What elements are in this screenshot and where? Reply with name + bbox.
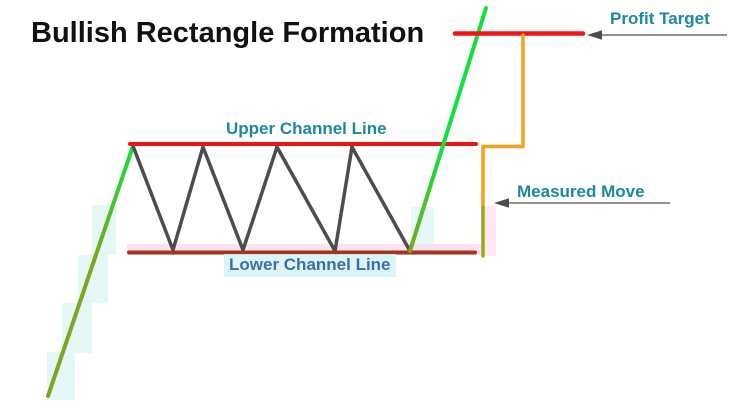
consolidation-zigzag-line	[131, 141, 412, 257]
left-arrowhead-icon	[587, 30, 602, 40]
measured-move-label: Measured Move	[517, 182, 645, 201]
rally-trend-line	[46, 144, 135, 398]
lower-channel-highlight-band	[127, 244, 483, 255]
left-arrowhead-icon	[494, 198, 509, 208]
lower-channel-label: Lower Channel Line	[224, 254, 396, 277]
measured-move-arrow	[494, 198, 670, 208]
profit-target-arrow	[587, 30, 727, 40]
measured-move-projection-line	[481, 33, 525, 211]
page-title: Bullish Rectangle Formation	[31, 17, 425, 49]
upper-channel-label: Upper Channel Line	[226, 119, 387, 138]
highlight-box	[411, 207, 434, 251]
breakout-trend-line	[408, 6, 488, 253]
profit-target-label: Profit Target	[610, 9, 710, 28]
